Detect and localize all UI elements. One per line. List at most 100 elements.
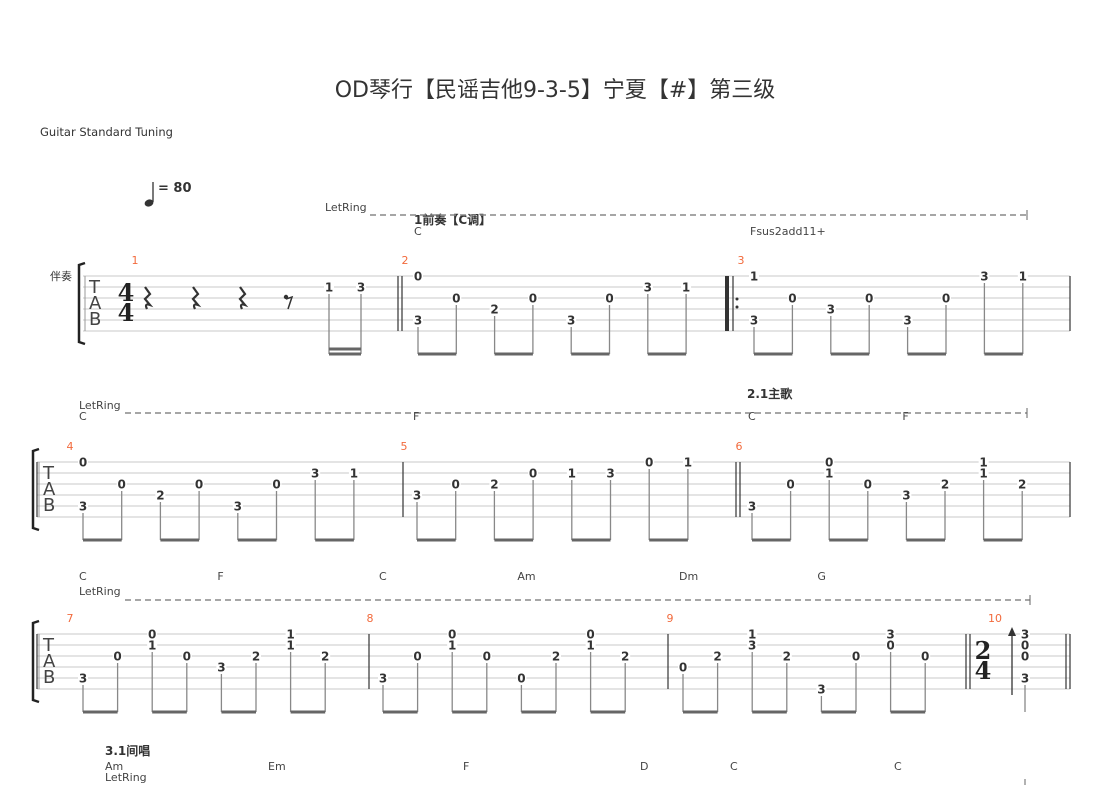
fret-number: 3 xyxy=(357,281,365,295)
score-title: OD琴行【民谣吉他9-3-5】宁夏【#】第三级 xyxy=(334,78,776,103)
fret-number-bg xyxy=(1020,650,1030,662)
fret-number: 2 xyxy=(490,303,498,317)
chord-name: Fsus2add11+ xyxy=(750,225,826,238)
fret-number: 0 xyxy=(195,478,203,492)
fret-number: 0 xyxy=(921,650,929,664)
fret-number: 0 xyxy=(586,628,594,642)
fret-number: 3 xyxy=(748,500,756,514)
fret-number: 1 xyxy=(148,639,156,653)
fret-number-bg xyxy=(147,639,158,651)
fret-number-bg xyxy=(1020,639,1030,651)
fret-number: 0 xyxy=(118,478,126,492)
chord-name: F xyxy=(217,570,223,583)
fret-number-bg xyxy=(285,639,296,651)
fret-number: 2 xyxy=(941,478,949,492)
fret-number: 0 xyxy=(517,672,525,686)
chord-name: C xyxy=(79,410,87,423)
fret-number-bg xyxy=(825,303,836,315)
fret-number-bg xyxy=(851,650,861,662)
fret-number: 1 xyxy=(748,628,756,642)
fret-number-bg xyxy=(566,467,577,479)
fret-number-bg xyxy=(78,456,88,468)
tab-clef-letter: B xyxy=(43,495,55,516)
tab-clef-letter: A xyxy=(43,479,56,500)
fret-number: 3 xyxy=(827,303,835,317)
fret-number-bg xyxy=(747,500,757,512)
fret-number-bg xyxy=(527,292,538,304)
fret-number-bg xyxy=(378,672,388,684)
fret-number-bg xyxy=(516,672,527,684)
fret-number-bg xyxy=(682,456,693,468)
let-ring-label: LetRing xyxy=(79,585,121,598)
measure-number: 1 xyxy=(132,254,139,267)
fret-number: 1 xyxy=(586,639,594,653)
fret-number-bg xyxy=(489,478,500,490)
time-signature-digit: 4 xyxy=(118,298,135,327)
fret-number: 0 xyxy=(414,270,422,284)
tab-clef-letter: T xyxy=(42,463,55,484)
fret-number: 3 xyxy=(217,661,225,675)
let-ring-label: LetRing xyxy=(325,201,367,214)
fret-number-bg xyxy=(310,467,321,479)
repeat-dot xyxy=(735,305,739,309)
fret-number: 3 xyxy=(748,639,756,653)
fret-number-bg xyxy=(155,489,166,501)
fret-number-bg xyxy=(749,314,759,326)
fret-number: 1 xyxy=(350,467,358,481)
fret-number: 1 xyxy=(750,270,758,284)
fret-number: 3 xyxy=(567,314,575,328)
fret-number: 1 xyxy=(684,456,692,470)
quarter-rest-icon xyxy=(143,286,154,310)
measure-number: 4 xyxy=(67,440,74,453)
fret-number: 3 xyxy=(1021,672,1029,686)
fret-number-bg xyxy=(271,478,282,490)
fret-number: 1 xyxy=(286,628,294,642)
fret-number: 3 xyxy=(379,672,387,686)
fret-number: 1 xyxy=(979,467,987,481)
measure-number: 9 xyxy=(667,612,674,625)
fret-number-bg xyxy=(285,628,296,640)
system-bracket xyxy=(31,619,40,704)
fret-number-bg xyxy=(978,456,989,468)
fret-number: 0 xyxy=(1021,639,1029,653)
chord-name: D xyxy=(640,760,648,773)
tab-clef-letter: B xyxy=(89,309,101,330)
fret-number-bg xyxy=(356,281,366,293)
fret-number-bg xyxy=(585,628,596,640)
fret-number: 3 xyxy=(980,270,988,284)
fret-number: 0 xyxy=(529,292,537,306)
fret-number-bg xyxy=(885,639,896,651)
chord-name: F xyxy=(902,410,908,423)
fret-number: 3 xyxy=(606,467,614,481)
fret-number-bg xyxy=(644,456,655,468)
chord-name: Dm xyxy=(679,570,698,583)
fret-number: 2 xyxy=(552,650,560,664)
fret-number-bg xyxy=(451,292,462,304)
fret-number: 0 xyxy=(605,292,613,306)
fret-number: 3 xyxy=(79,672,87,686)
fret-number: 0 xyxy=(79,456,87,470)
fret-number-bg xyxy=(920,650,931,662)
chord-name: C xyxy=(748,410,756,423)
fret-number-bg xyxy=(181,650,192,662)
strum-up-arrow-icon xyxy=(1008,627,1016,636)
fret-number: 3 xyxy=(902,489,910,503)
fret-number: 2 xyxy=(713,650,721,664)
system-bracket xyxy=(77,261,86,346)
measure-number: 5 xyxy=(401,440,408,453)
fret-number-bg xyxy=(116,478,127,490)
fret-number: 1 xyxy=(448,639,456,653)
fret-number: 3 xyxy=(414,314,422,328)
fret-number-bg xyxy=(1017,270,1028,282)
fret-number: 1 xyxy=(325,281,333,295)
tab-clef-letter: B xyxy=(43,667,55,688)
fret-number: 0 xyxy=(529,467,537,481)
chord-name: F xyxy=(463,760,469,773)
fret-number: 2 xyxy=(252,650,260,664)
fret-number-bg xyxy=(413,314,423,326)
time-signature-digit: 4 xyxy=(118,278,135,307)
fret-number: 1 xyxy=(825,467,833,481)
fret-number: 0 xyxy=(452,292,460,306)
fret-number-bg xyxy=(447,639,458,651)
